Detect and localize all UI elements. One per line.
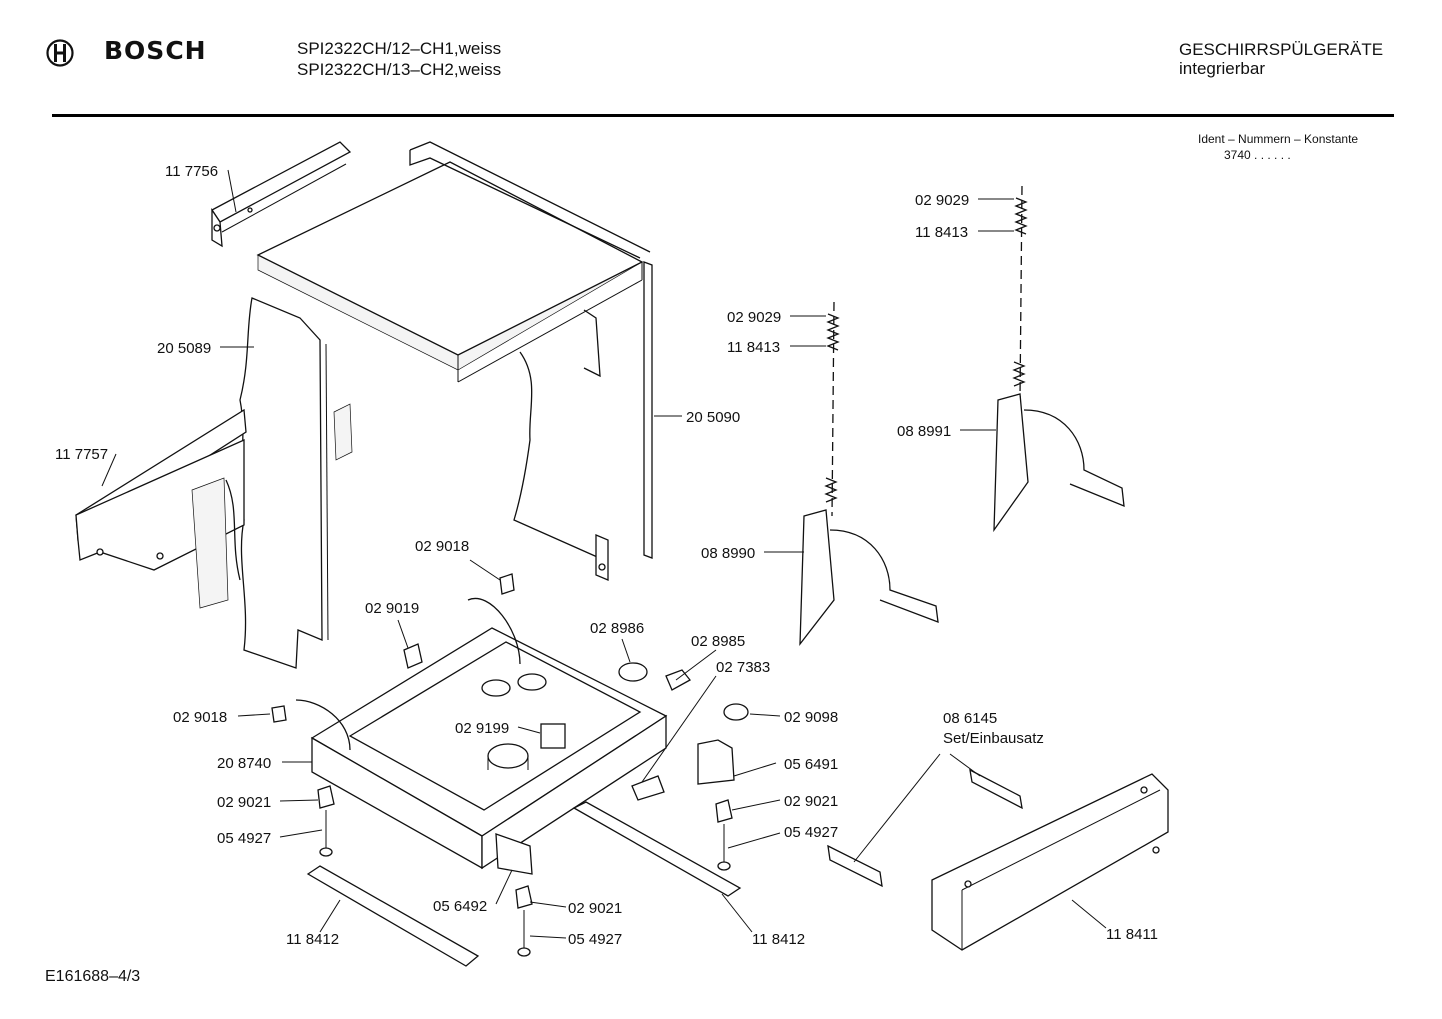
label-p31: 11 8412 xyxy=(752,931,805,948)
label-p10: 08 8990 xyxy=(701,545,755,562)
label-p15: 02 7383 xyxy=(716,659,770,676)
label-p8: 11 8413 xyxy=(915,224,968,241)
label-p20: 08 6145 xyxy=(943,710,997,727)
hinge-left xyxy=(799,301,939,646)
hinge-right xyxy=(993,185,1125,533)
bosch-logo-icon xyxy=(45,38,75,73)
leader-lines xyxy=(101,169,1107,939)
side-panel-left xyxy=(239,297,353,669)
ident-value: 3740 . . . . . . xyxy=(1224,148,1291,162)
label-p22: 05 6491 xyxy=(784,756,838,773)
foot-rails xyxy=(306,801,742,967)
label-p5: 02 9029 xyxy=(727,309,781,326)
part-labels: 11 7756 20 5089 11 7757 20 5090 02 9029 … xyxy=(55,163,1158,948)
label-p26: 05 4927 xyxy=(784,824,838,841)
header-divider xyxy=(52,114,1394,117)
foot-bolts xyxy=(317,785,733,957)
worktop-panel xyxy=(256,161,644,383)
ident-label: Ident – Nummern – Konstante xyxy=(1198,132,1359,146)
plinth-panel xyxy=(931,773,1169,951)
label-p1: 11 7756 xyxy=(165,163,218,180)
product-subcategory: integrierbar xyxy=(1179,59,1265,78)
label-p25: 02 9021 xyxy=(784,793,838,810)
side-wall-right xyxy=(409,141,653,581)
label-p30: 11 8412 xyxy=(286,931,339,948)
mounting-set xyxy=(827,768,1023,888)
label-p29: 05 4927 xyxy=(568,931,622,948)
label-p17: 02 9199 xyxy=(455,720,509,737)
brand-name: BOSCH xyxy=(104,36,207,65)
label-p28: 02 9021 xyxy=(568,900,622,917)
label-p6: 11 8413 xyxy=(727,339,780,356)
label-p23: 02 9021 xyxy=(217,794,271,811)
small-components xyxy=(271,573,749,875)
label-p21: Set/Einbausatz xyxy=(943,730,1044,747)
label-p4: 20 5090 xyxy=(686,409,740,426)
model-line-2: SPI2322CH/13–CH2,weiss xyxy=(297,60,502,79)
rail-top-left xyxy=(211,141,352,248)
label-p11: 02 9018 xyxy=(415,538,469,555)
product-category: GESCHIRRSPÜLGERÄTE xyxy=(1179,40,1384,59)
label-p12: 02 9019 xyxy=(365,600,419,617)
label-p18: 02 9098 xyxy=(784,709,838,726)
drawing-number: E161688–4/3 xyxy=(45,968,141,985)
label-p19: 20 8740 xyxy=(217,755,271,772)
base-tub xyxy=(295,597,668,870)
label-p9: 08 8991 xyxy=(897,423,951,440)
label-p24: 05 4927 xyxy=(217,830,271,847)
label-p16: 02 9018 xyxy=(173,709,227,726)
side-bracket xyxy=(191,477,241,609)
model-line-1: SPI2322CH/12–CH1,weiss xyxy=(297,39,502,58)
label-p3: 11 7757 xyxy=(55,446,108,463)
label-p32: 11 8411 xyxy=(1106,926,1158,943)
label-p2: 20 5089 xyxy=(157,340,211,357)
label-p13: 02 8986 xyxy=(590,620,644,637)
label-p14: 02 8985 xyxy=(691,633,745,650)
label-p27: 05 6492 xyxy=(433,898,487,915)
label-p7: 02 9029 xyxy=(915,192,969,209)
